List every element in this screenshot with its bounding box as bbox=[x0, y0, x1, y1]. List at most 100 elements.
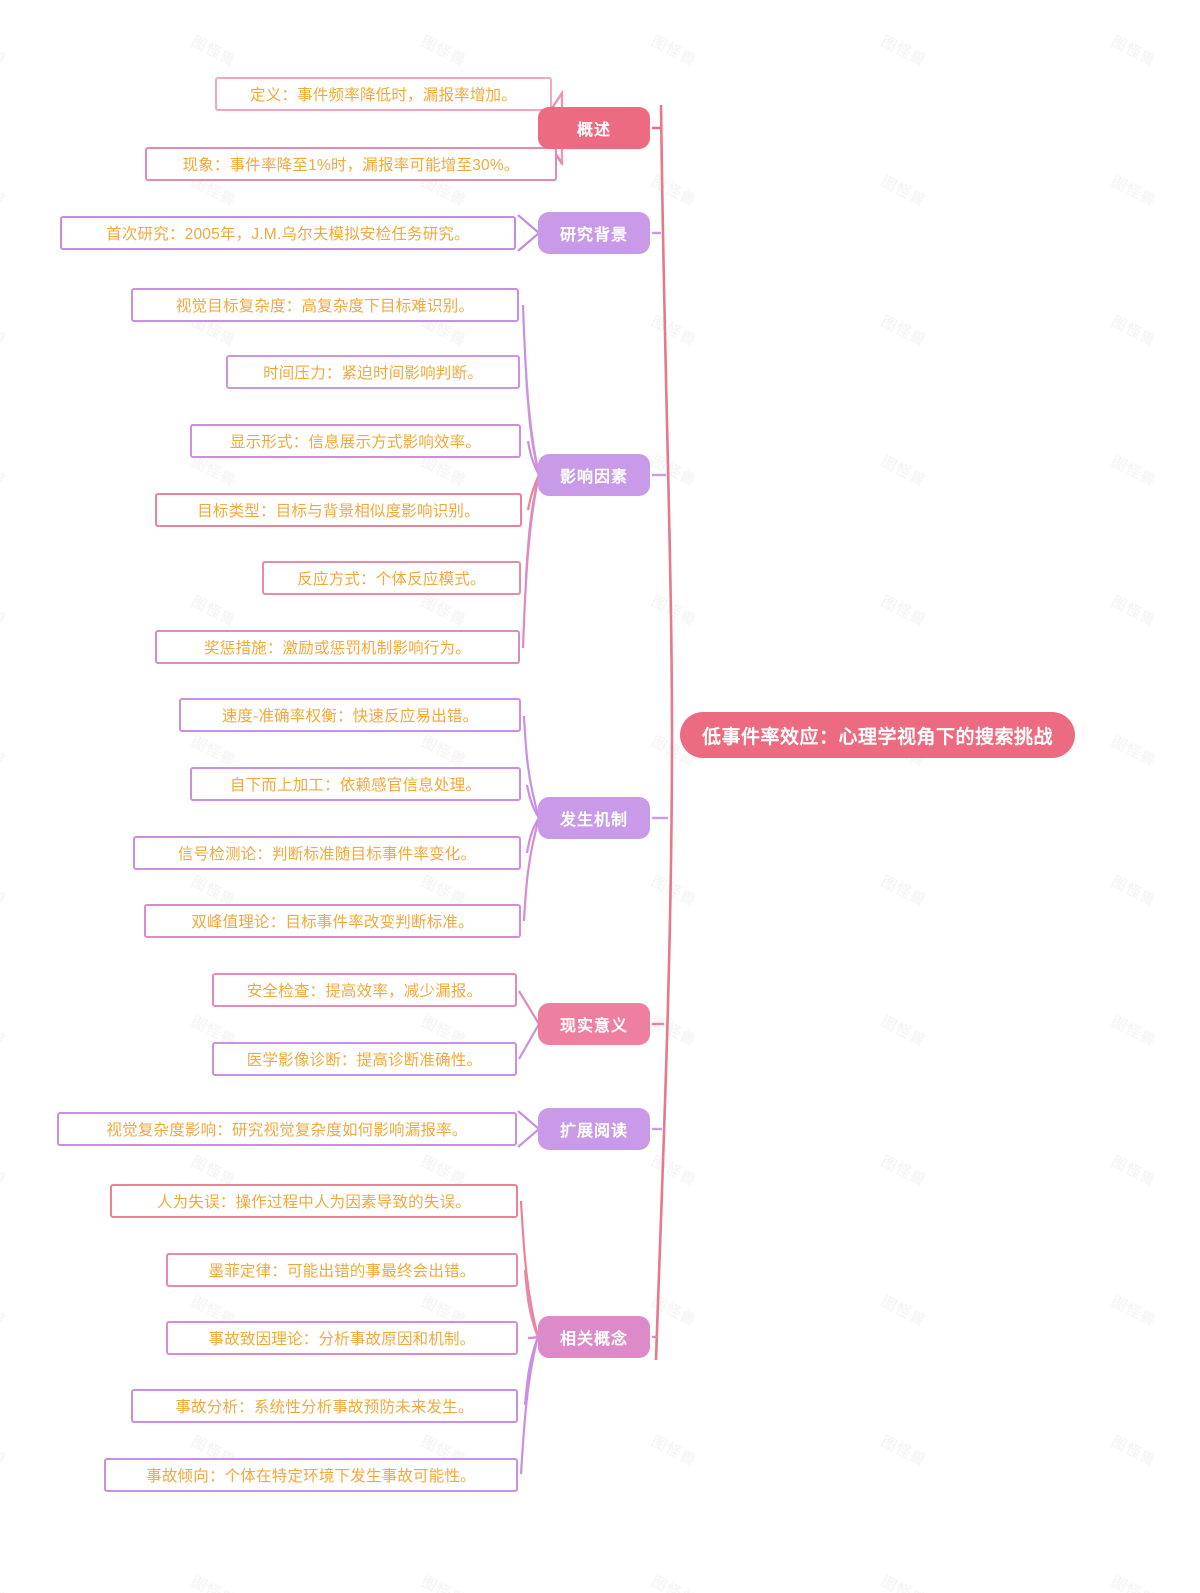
watermark-text: 图怪兽 bbox=[878, 310, 930, 351]
watermark-text: 图怪兽 bbox=[1108, 730, 1160, 771]
leaf-node-yinsu-4[interactable]: 目标类型：目标与背景相似度影响识别。 bbox=[155, 493, 522, 527]
spine-lower bbox=[654, 734, 674, 1361]
watermark-text: 图怪兽 bbox=[648, 590, 700, 631]
watermark-text: 图怪兽 bbox=[1108, 1150, 1160, 1191]
watermark-text: 图怪兽 bbox=[0, 1430, 10, 1471]
branch-node-xiangguangainian[interactable]: 相关概念 bbox=[538, 1316, 650, 1358]
leaf-node-jizhi-1[interactable]: 速度-准确率权衡：快速反应易出错。 bbox=[179, 698, 521, 732]
link-gainian-3 bbox=[527, 1335, 539, 1340]
watermark-text: 图怪兽 bbox=[0, 1150, 10, 1191]
link-yinxiang-5 bbox=[524, 474, 541, 579]
link-yiyi-1 bbox=[518, 990, 540, 1025]
watermark-text: 图怪兽 bbox=[0, 1570, 10, 1593]
watermark-text: 图怪兽 bbox=[188, 730, 240, 771]
link-gainian-2 bbox=[523, 1269, 540, 1338]
watermark-text: 图怪兽 bbox=[648, 170, 700, 211]
link-gainian-1 bbox=[519, 1200, 540, 1338]
watermark-text: 图怪兽 bbox=[878, 450, 930, 491]
link-beijing-fan bbox=[517, 214, 541, 252]
leaf-node-yinsu-2[interactable]: 时间压力：紧迫时间影响判断。 bbox=[226, 355, 520, 389]
watermark-text: 图怪兽 bbox=[0, 1290, 10, 1331]
watermark-text: 图怪兽 bbox=[1108, 1430, 1160, 1471]
watermark-text: 图怪兽 bbox=[648, 1430, 700, 1471]
branch-node-yingxiangyinsu[interactable]: 影响因素 bbox=[538, 454, 650, 496]
leaf-node-yinsu-6[interactable]: 奖惩措施：激励或惩罚机制影响行为。 bbox=[155, 630, 520, 664]
leaf-node-yiyi-1[interactable]: 安全检查：提高效率，减少漏报。 bbox=[212, 973, 517, 1007]
link-yinxiang-2 bbox=[524, 371, 541, 476]
watermark-text: 图怪兽 bbox=[648, 1150, 700, 1191]
watermark-text: 图怪兽 bbox=[1108, 1010, 1160, 1051]
leaf-node-gainian-1[interactable]: 人为失误：操作过程中人为因素导致的失误。 bbox=[110, 1184, 518, 1218]
branch-node-kuozhanyuedu[interactable]: 扩展阅读 bbox=[538, 1108, 650, 1150]
watermark-text: 图怪兽 bbox=[0, 310, 10, 351]
watermark-text: 图怪兽 bbox=[0, 870, 10, 911]
watermark-text: 图怪兽 bbox=[878, 1010, 930, 1051]
watermark-text: 图怪兽 bbox=[418, 1570, 470, 1593]
spine-upper bbox=[659, 104, 674, 736]
link-yuedu-fan bbox=[517, 1110, 541, 1148]
watermark-text: 图怪兽 bbox=[1108, 170, 1160, 211]
watermark-text: 图怪兽 bbox=[648, 450, 700, 491]
watermark-text: 图怪兽 bbox=[878, 1150, 930, 1191]
branch-node-fashengjizhi[interactable]: 发生机制 bbox=[538, 797, 650, 839]
watermark-text: 图怪兽 bbox=[0, 450, 10, 491]
watermark-text: 图怪兽 bbox=[1108, 870, 1160, 911]
watermark-text: 图怪兽 bbox=[648, 870, 700, 911]
watermark-text: 图怪兽 bbox=[1108, 450, 1160, 491]
watermark-text: 图怪兽 bbox=[0, 1010, 10, 1051]
root-node[interactable]: 低事件率效应：心理学视角下的搜索挑战 bbox=[680, 712, 1076, 758]
leaf-node-beijing-1[interactable]: 首次研究：2005年，J.M.乌尔夫模拟安检任务研究。 bbox=[60, 216, 516, 250]
watermark-text: 图怪兽 bbox=[0, 170, 10, 211]
watermark-text: 图怪兽 bbox=[878, 30, 930, 71]
watermark-text: 图怪兽 bbox=[188, 590, 240, 631]
watermark-text: 图怪兽 bbox=[1108, 30, 1160, 71]
leaf-node-jizhi-4[interactable]: 双峰值理论：目标事件率改变判断标准。 bbox=[144, 904, 521, 938]
watermark-text: 图怪兽 bbox=[878, 170, 930, 211]
watermark-text: 图怪兽 bbox=[878, 1430, 930, 1471]
watermark-text: 图怪兽 bbox=[188, 1570, 240, 1593]
watermark-text: 图怪兽 bbox=[1108, 1570, 1160, 1593]
leaf-node-yinsu-5[interactable]: 反应方式：个体反应模式。 bbox=[262, 561, 521, 595]
leaf-node-gainian-2[interactable]: 墨菲定律：可能出错的事最终会出错。 bbox=[166, 1253, 518, 1287]
watermark-text: 图怪兽 bbox=[188, 30, 240, 71]
leaf-node-gaishu-1[interactable]: 定义：事件频率降低时，漏报率增加。 bbox=[215, 77, 552, 111]
watermark-text: 图怪兽 bbox=[1108, 1290, 1160, 1331]
leaf-node-gainian-5[interactable]: 事故倾向：个体在特定环境下发生事故可能性。 bbox=[104, 1458, 518, 1492]
branch-node-yanjiubeijing[interactable]: 研究背景 bbox=[538, 212, 650, 254]
leaf-node-jizhi-2[interactable]: 自下而上加工：依赖感官信息处理。 bbox=[190, 767, 521, 801]
link-jizhi-4 bbox=[522, 817, 541, 922]
watermark-text: 图怪兽 bbox=[0, 590, 10, 631]
watermark-text: 图怪兽 bbox=[418, 590, 470, 631]
link-gainian-4 bbox=[523, 1336, 540, 1406]
watermark-text: 图怪兽 bbox=[648, 1290, 700, 1331]
watermark-text: 图怪兽 bbox=[878, 1290, 930, 1331]
watermark-text: 图怪兽 bbox=[418, 730, 470, 771]
watermark-text: 图怪兽 bbox=[648, 30, 700, 71]
leaf-node-yiyi-2[interactable]: 医学影像诊断：提高诊断准确性。 bbox=[212, 1042, 517, 1076]
watermark-text: 图怪兽 bbox=[648, 1010, 700, 1051]
watermark-text: 图怪兽 bbox=[418, 30, 470, 71]
leaf-node-jizhi-3[interactable]: 信号检测论：判断标准随目标事件率变化。 bbox=[133, 836, 521, 870]
watermark-text: 图怪兽 bbox=[878, 1570, 930, 1593]
link-jizhi-1 bbox=[522, 715, 541, 819]
link-yinxiang-1 bbox=[521, 304, 541, 476]
leaf-node-yinsu-1[interactable]: 视觉目标复杂度：高复杂度下目标难识别。 bbox=[131, 288, 519, 322]
watermark-text: 图怪兽 bbox=[0, 730, 10, 771]
branch-node-gaishu[interactable]: 概述 bbox=[538, 107, 650, 149]
leaf-node-yuedu-1[interactable]: 视觉复杂度影响：研究视觉复杂度如何影响漏报率。 bbox=[57, 1112, 517, 1146]
watermark-text: 图怪兽 bbox=[1108, 310, 1160, 351]
watermark-text: 图怪兽 bbox=[878, 870, 930, 911]
watermark-text: 图怪兽 bbox=[1108, 590, 1160, 631]
leaf-node-yinsu-3[interactable]: 显示形式：信息展示方式影响效率。 bbox=[190, 424, 521, 458]
watermark-text: 图怪兽 bbox=[0, 30, 10, 71]
watermark-text: 图怪兽 bbox=[878, 590, 930, 631]
watermark-text: 图怪兽 bbox=[648, 310, 700, 351]
link-yiyi-2 bbox=[518, 1023, 540, 1060]
leaf-node-gainian-3[interactable]: 事故致因理论：分析事故原因和机制。 bbox=[166, 1321, 518, 1355]
watermark-text: 图怪兽 bbox=[648, 1570, 700, 1593]
link-gainian-5 bbox=[519, 1336, 540, 1475]
leaf-node-gaishu-2[interactable]: 现象：事件率降至1%时，漏报率可能增至30%。 bbox=[145, 147, 557, 181]
branch-node-xianshiyiyi[interactable]: 现实意义 bbox=[538, 1003, 650, 1045]
leaf-node-gainian-4[interactable]: 事故分析：系统性分析事故预防未来发生。 bbox=[131, 1389, 518, 1423]
